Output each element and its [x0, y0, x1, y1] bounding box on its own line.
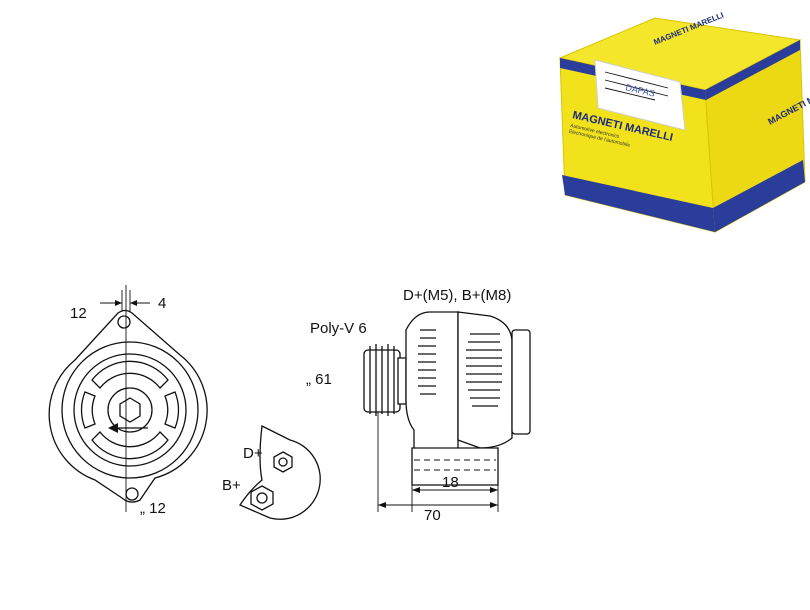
- front-dim-bottom: „ 12: [140, 500, 166, 517]
- terminal-plate: D+ B+: [222, 425, 321, 520]
- box-left-blue-band: [562, 175, 715, 232]
- pulley: [363, 344, 407, 416]
- dim-18: 18: [442, 474, 459, 491]
- product-box: DAPAS MAGNETI MARELLI Automotive electro…: [558, 11, 810, 233]
- side-front-housing: [405, 311, 459, 451]
- d-plus-terminal-nut: [273, 451, 293, 473]
- front-dim-left: 12: [70, 305, 87, 322]
- connectors-label: D+(M5), B+(M8): [403, 287, 511, 304]
- dim-70: 70: [424, 507, 441, 524]
- side-rear-cover: [511, 329, 531, 435]
- front-shaft-nut: [119, 397, 141, 423]
- d-plus-label: D+: [243, 445, 263, 462]
- box-label-window: [594, 59, 686, 131]
- front-view: 12 4 „ 12: [48, 285, 208, 517]
- front-top-mount-hole: [117, 315, 131, 329]
- b-plus-label: B+: [222, 477, 241, 494]
- front-dim-right: 4: [158, 295, 166, 312]
- b-plus-terminal-nut: [250, 485, 274, 511]
- pulley-diameter-label: „ 61: [306, 371, 332, 388]
- side-view: D+(M5), B+(M8) Poly-V 6 „ 61: [306, 287, 531, 524]
- box-right-blue-top: [705, 40, 800, 100]
- pulley-type-label: Poly-V 6: [310, 320, 367, 337]
- box-right-blue-band: [713, 160, 805, 232]
- side-rear-housing: [457, 311, 513, 449]
